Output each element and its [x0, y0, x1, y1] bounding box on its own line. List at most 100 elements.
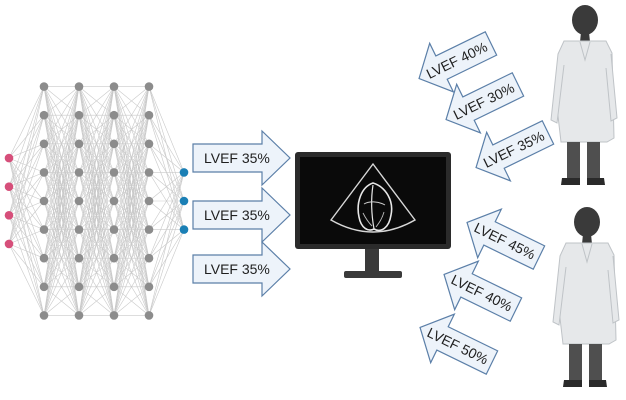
network-connection	[113, 86, 150, 173]
network-nodes	[4, 82, 189, 320]
clinician-head	[574, 207, 600, 237]
hidden-node	[74, 253, 84, 263]
hidden-node	[74, 139, 84, 149]
network-connection	[43, 86, 80, 173]
network-connection	[78, 86, 115, 316]
output-node	[179, 196, 189, 206]
network-connection	[43, 172, 80, 316]
network-connection	[8, 86, 45, 216]
hidden-node	[144, 225, 154, 234]
input-node	[4, 239, 14, 249]
hidden-node	[39, 225, 49, 234]
network-connection	[148, 86, 185, 173]
network-connection	[113, 115, 150, 316]
output-node	[179, 225, 189, 234]
hidden-node	[74, 282, 84, 292]
network-connection	[43, 200, 80, 316]
network-connection	[148, 172, 185, 316]
network-connection	[113, 172, 150, 316]
hidden-node	[39, 139, 49, 149]
network-connection	[43, 86, 80, 230]
network-connection	[113, 143, 150, 316]
hidden-node	[39, 168, 49, 177]
hidden-node	[39, 311, 49, 320]
network-connection	[78, 86, 115, 230]
network-connection	[43, 86, 80, 316]
network-connection	[8, 243, 45, 259]
network-connection	[43, 115, 80, 316]
hidden-node	[144, 253, 154, 263]
clinician-reading-arrow: LVEF 40%	[418, 30, 498, 93]
network-connection	[8, 115, 45, 244]
network-connection	[43, 86, 80, 116]
network-connection	[43, 229, 80, 316]
network-connection	[43, 143, 80, 316]
model-output-label: LVEF 35%	[204, 261, 270, 277]
network-connection	[113, 286, 150, 316]
hidden-node	[144, 196, 154, 206]
hidden-node	[39, 282, 49, 292]
model-output-label: LVEF 35%	[204, 207, 270, 223]
network-connection	[8, 200, 45, 245]
network-connection	[78, 115, 115, 316]
network-connection	[148, 172, 185, 230]
hidden-node	[74, 311, 84, 320]
network-connection	[78, 86, 115, 144]
clinician-head	[572, 5, 598, 35]
model-output-arrow: LVEF 35%	[192, 186, 291, 244]
network-connection	[113, 200, 150, 316]
hidden-node	[74, 168, 84, 177]
input-node	[4, 153, 14, 163]
echocardiogram-image	[329, 162, 417, 233]
network-connection	[148, 143, 185, 173]
network-connection	[78, 258, 115, 316]
hidden-node	[109, 139, 119, 149]
network-connection	[43, 86, 80, 202]
network-connection	[8, 86, 45, 159]
hidden-node	[39, 196, 49, 206]
network-connection	[78, 200, 115, 316]
network-connection	[113, 86, 150, 259]
network-connection	[8, 243, 45, 316]
hidden-node	[109, 225, 119, 234]
network-connection	[78, 286, 115, 316]
network-connection	[148, 172, 185, 202]
hidden-node	[144, 139, 154, 149]
network-connection	[113, 86, 150, 144]
hidden-node	[144, 82, 154, 91]
network-connection	[113, 86, 150, 230]
hidden-node	[109, 282, 119, 292]
network-connection	[78, 86, 115, 287]
network-connection	[78, 86, 115, 173]
network-connection	[8, 172, 45, 245]
network-connection	[78, 229, 115, 316]
hidden-node	[109, 168, 119, 177]
network-connection	[43, 86, 80, 287]
hidden-node	[39, 253, 49, 263]
monitor-base	[344, 271, 402, 278]
network-connection	[148, 229, 185, 316]
hidden-node	[144, 110, 154, 120]
network-connection	[8, 243, 45, 287]
network-connection	[43, 258, 80, 316]
hidden-node	[109, 82, 119, 91]
network-connection	[78, 86, 115, 202]
hidden-node	[109, 253, 119, 263]
network-connection	[148, 200, 185, 316]
output-node	[179, 168, 189, 177]
hidden-node	[39, 82, 49, 91]
network-connection	[113, 86, 150, 316]
network-connection	[113, 86, 150, 287]
hidden-node	[109, 311, 119, 320]
hidden-node	[109, 110, 119, 120]
network-connection	[78, 86, 115, 116]
network-connection	[43, 286, 80, 316]
network-connection	[8, 143, 45, 244]
network-connection	[148, 172, 185, 287]
network-connection	[43, 86, 80, 259]
network-connection	[148, 172, 185, 259]
model-output-label: LVEF 35%	[204, 150, 270, 166]
